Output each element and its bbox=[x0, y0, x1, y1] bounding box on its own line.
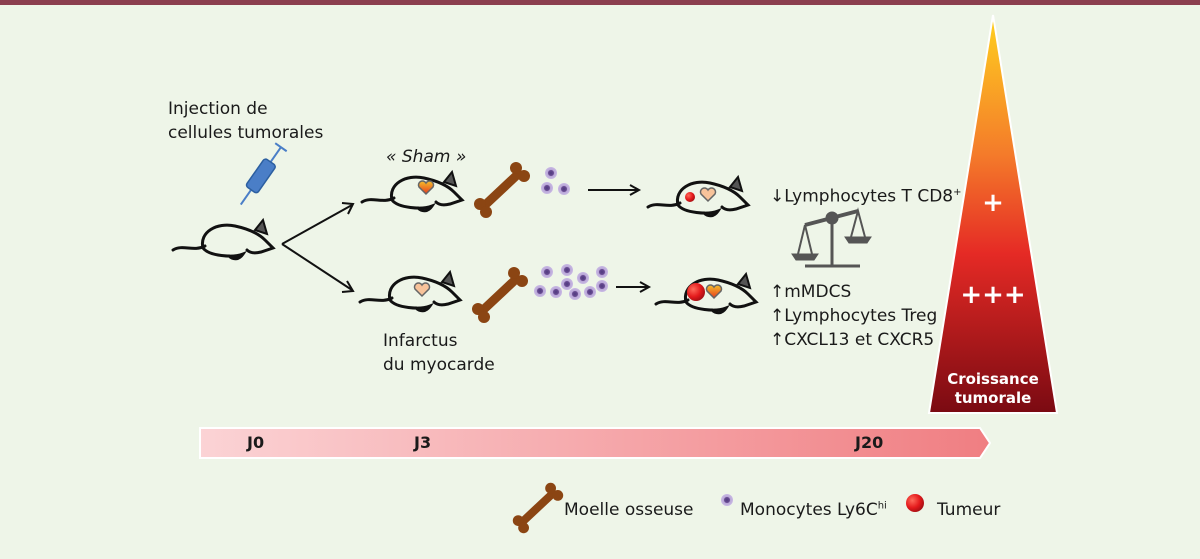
bone-icon-infarct bbox=[472, 267, 528, 323]
effect-treg-text: Lymphocytes Treg bbox=[784, 306, 938, 326]
timeline-j0: J0 bbox=[247, 433, 265, 452]
growth-title-line2: tumorale bbox=[954, 389, 1032, 407]
mouse-icon-sham bbox=[360, 170, 464, 213]
branch-arrows bbox=[281, 202, 355, 293]
injection-label-line2: cellules tumorales bbox=[168, 123, 324, 143]
effect-cd8-sup: + bbox=[953, 187, 962, 198]
mouse-icon-infarct-end bbox=[654, 272, 758, 315]
mouse-icon-infarct bbox=[358, 270, 462, 313]
up-arrow-icon: ↑ bbox=[770, 282, 785, 302]
down-arrow-icon: ↓ bbox=[770, 186, 785, 207]
balance-scale-icon bbox=[791, 207, 872, 268]
infarct-label-line2: du myocarde bbox=[383, 355, 495, 375]
effect-cxcl13: ↑CXCL13 et CXCR5 bbox=[770, 329, 934, 351]
monocytes-infarct bbox=[534, 264, 608, 300]
effect-cxcl13-text: CXCL13 et CXCR5 bbox=[784, 330, 935, 350]
effect-cd8-text: Lymphocytes T CD8 bbox=[784, 186, 954, 207]
timeline-j3: J3 bbox=[414, 433, 432, 452]
legend-tumor-icon bbox=[906, 494, 924, 512]
syringe-icon bbox=[239, 142, 288, 206]
legend-monocytes-label: Monocytes Ly6Chi bbox=[740, 500, 887, 520]
effect-treg: ↑Lymphocytes Treg bbox=[770, 305, 937, 327]
effect-cd8: ↓Lymphocytes T CD8+ bbox=[770, 182, 962, 208]
legend-bone-icon bbox=[513, 483, 563, 533]
arrow-sham bbox=[588, 184, 642, 196]
mouse-icon-start bbox=[171, 218, 275, 261]
infarct-label-line1: Infarctus bbox=[383, 331, 458, 351]
injection-label-line1: Injection de bbox=[168, 99, 268, 119]
legend-monocytes-sup: hi bbox=[877, 500, 887, 512]
monocytes-sham bbox=[541, 167, 570, 195]
effect-mmdcs-text: mMDCS bbox=[784, 282, 852, 302]
tumor-growth-triangle bbox=[927, 14, 1059, 414]
mouse-icon-sham-end bbox=[646, 175, 750, 218]
arrow-infarct bbox=[616, 281, 652, 293]
growth-low-label: + bbox=[982, 188, 1004, 218]
effect-mmdcs: ↑mMDCS bbox=[770, 281, 851, 303]
up-arrow-icon: ↑ bbox=[770, 306, 785, 326]
bone-icon-sham bbox=[474, 162, 530, 218]
timeline-j20: J20 bbox=[855, 433, 884, 452]
growth-title: Croissance tumorale bbox=[933, 370, 1053, 408]
top-border bbox=[0, 0, 1200, 5]
legend-bone-label: Moelle osseuse bbox=[564, 500, 694, 520]
timeline-arrow bbox=[199, 427, 992, 459]
legend-tumor-label: Tumeur bbox=[937, 500, 1001, 520]
growth-title-line1: Croissance bbox=[947, 370, 1039, 388]
growth-high-label: +++ bbox=[960, 280, 1026, 310]
up-arrow-icon: ↑ bbox=[770, 330, 785, 350]
legend-monocyte-icon bbox=[721, 494, 733, 506]
sham-label: « Sham » bbox=[386, 147, 467, 167]
legend-monocytes-text: Monocytes Ly6C bbox=[740, 500, 878, 520]
